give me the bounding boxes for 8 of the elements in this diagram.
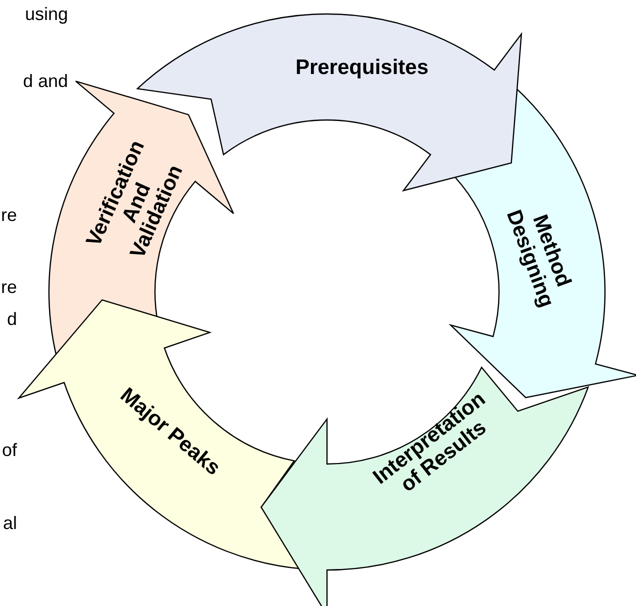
text-fragment: re	[0, 278, 17, 296]
text-fragment: using	[24, 5, 68, 23]
arrow-label: Prerequisites	[295, 56, 429, 80]
text-fragment: d and	[22, 72, 68, 90]
text-fragment: al	[2, 514, 17, 532]
text-fragment: of	[2, 441, 17, 459]
text-fragment: d	[6, 310, 17, 328]
text-fragment: re	[0, 206, 17, 224]
